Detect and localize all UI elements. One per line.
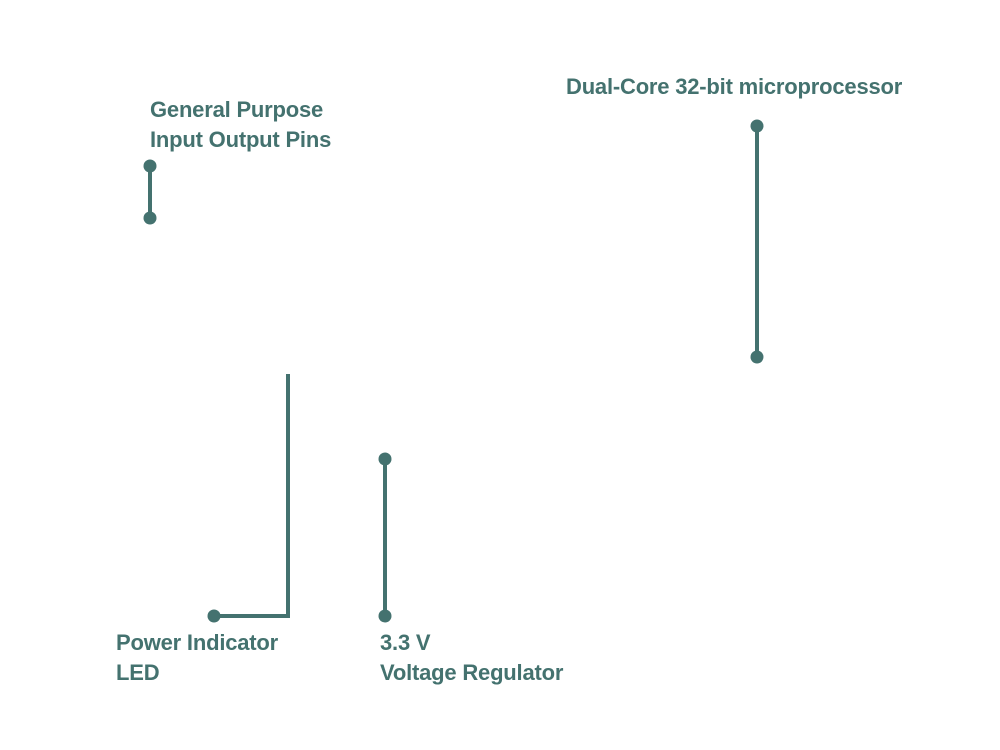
regulator-leader xyxy=(378,452,392,623)
gpio-leader-dot-bottom xyxy=(143,211,157,225)
cpu-leader-dot-top xyxy=(750,119,764,133)
gpio-pins-label: General Purpose Input Output Pins xyxy=(150,95,331,155)
gpio-leader xyxy=(143,159,157,225)
gpio-leader-dot-top xyxy=(143,159,157,173)
microprocessor-label-line-1: Dual-Core 32-bit microprocessor xyxy=(566,74,903,99)
microprocessor-label: Dual-Core 32-bit microprocessor xyxy=(566,72,902,102)
power-led-label-line-2: LED xyxy=(116,660,160,685)
gpio-pins-label-line-1: General Purpose xyxy=(150,97,324,122)
regulator-leader-dot-bottom xyxy=(378,609,392,623)
led-leader xyxy=(207,374,290,623)
led-leader-dot xyxy=(207,609,221,623)
voltage-regulator-label-line-1: 3.3 V xyxy=(380,630,431,655)
regulator-leader-dot-top xyxy=(378,452,392,466)
cpu-leader xyxy=(750,119,764,364)
power-led-label-line-1: Power Indicator xyxy=(116,630,279,655)
power-led-label: Power Indicator LED xyxy=(116,628,278,688)
voltage-regulator-label: 3.3 V Voltage Regulator xyxy=(380,628,563,688)
voltage-regulator-label-line-2: Voltage Regulator xyxy=(380,660,564,685)
gpio-pins-label-line-2: Input Output Pins xyxy=(150,127,332,152)
cpu-leader-dot-bottom xyxy=(750,350,764,364)
